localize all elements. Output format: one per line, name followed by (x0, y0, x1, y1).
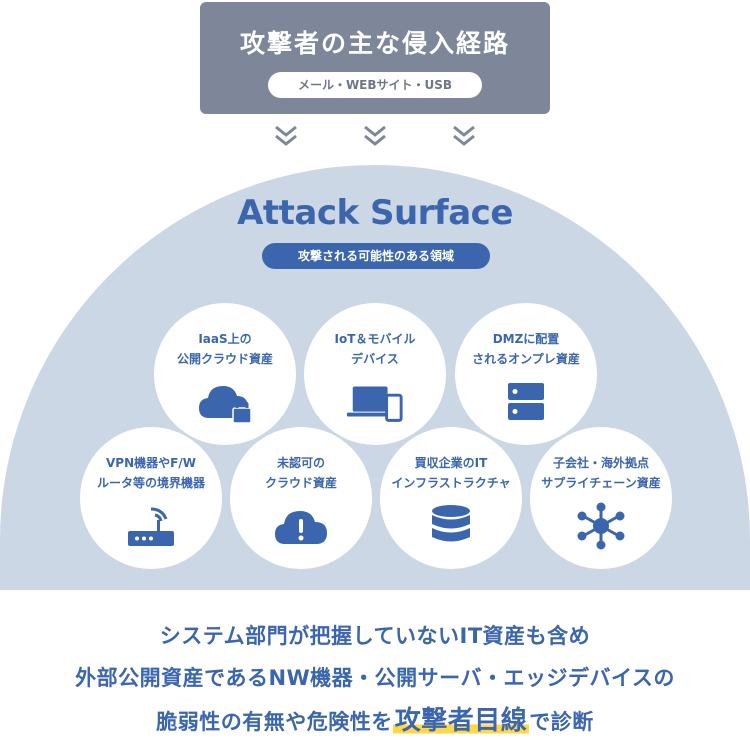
chevron-down-icon (450, 124, 478, 148)
asset-label: 買収企業のIT (414, 456, 488, 470)
cloud-warning-icon (271, 501, 331, 551)
asset-label: ルータ等の境界機器 (96, 476, 205, 490)
attack-routes-box: 攻撃者の主な侵入経路 メール・WEBサイト・USB (200, 2, 550, 114)
asset-label: デバイス (351, 352, 399, 366)
router-icon (121, 501, 181, 551)
attack-routes-title: 攻撃者の主な侵入経路 (239, 29, 510, 58)
asset-label: 未認可の (276, 456, 325, 470)
network-hub-icon (571, 501, 631, 551)
attack-surface-subtitle: 攻撃される可能性のある領域 (262, 243, 490, 269)
attack-surface-title: Attack Surface (237, 193, 513, 233)
laptop-phone-icon (345, 377, 405, 427)
asset-label: 子会社・海外拠点 (552, 456, 649, 470)
attack-routes-pill: メール・WEBサイト・USB (268, 72, 482, 98)
cloud-lock-icon (195, 377, 255, 427)
asset-iaas-cloud: IaaS上の 公開クラウド資産 (154, 303, 296, 445)
summary-line-1: システム部門が把握していないIT資産も含め (159, 624, 591, 648)
asset-label: IaaS上の (198, 332, 252, 346)
summary-section: システム部門が把握していないIT資産も含め 外部公開資産であるNW機器・公開サー… (0, 590, 750, 740)
asset-label: DMZに配置 (492, 332, 560, 346)
asset-label: VPN機器やF/W (106, 456, 196, 470)
summary-line-3-pre: 脆弱性の有無や危険性を (156, 710, 393, 734)
asset-label: されるオンプレ資産 (472, 352, 580, 366)
asset-label: IoT＆モバイル (334, 332, 416, 346)
asset-label: サプライチェーン資産 (541, 476, 661, 490)
summary-line-3: 脆弱性の有無や危険性を攻撃者目線で診断 (0, 700, 750, 737)
summary-line-2: 外部公開資産であるNW機器・公開サーバ・エッジデバイスの (75, 666, 675, 690)
chevron-down-icon (361, 124, 389, 148)
asset-label: インフラストラクチャ (391, 476, 511, 490)
asset-label: 公開クラウド資産 (176, 352, 273, 366)
asset-iot-mobile: IoT＆モバイル デバイス (304, 303, 446, 445)
asset-subsidiary-supply: 子会社・海外拠点 サプライチェーン資産 (530, 427, 672, 569)
highlight-attacker-perspective: 攻撃者目線 (392, 706, 530, 736)
asset-acquired-it: 買収企業のIT インフラストラクチャ (380, 427, 522, 569)
chevron-down-icon (272, 124, 300, 148)
asset-vpn-firewall: VPN機器やF/W ルータ等の境界機器 (80, 427, 222, 569)
database-icon (421, 501, 481, 551)
asset-dmz-onprem: DMZに配置 されるオンプレ資産 (455, 303, 597, 445)
asset-label: クラウド資産 (264, 476, 337, 490)
summary-line-3-post: で診断 (529, 710, 594, 734)
asset-unauthorized-cloud: 未認可の クラウド資産 (230, 427, 372, 569)
server-icon (496, 377, 556, 427)
